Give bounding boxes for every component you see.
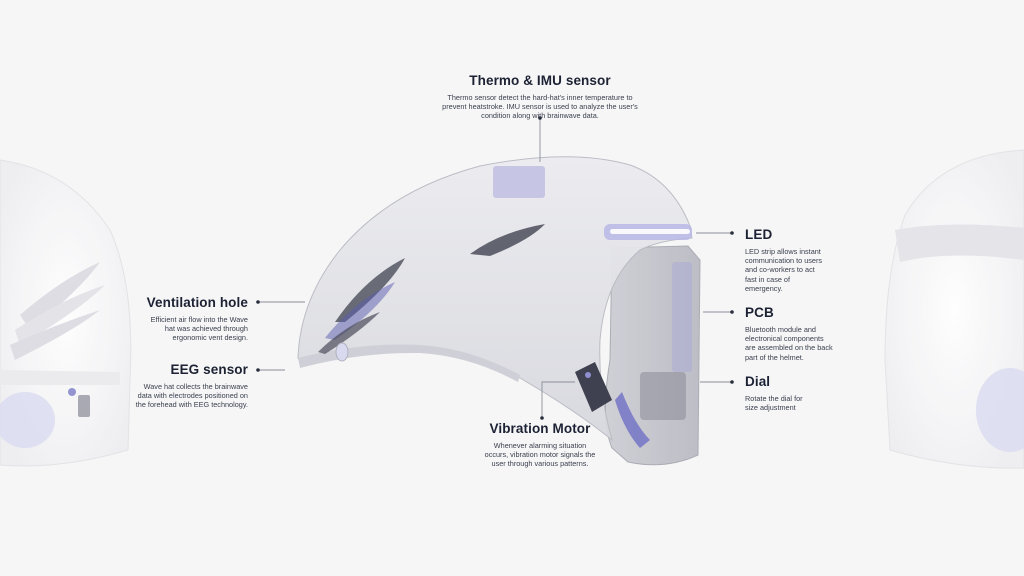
callout-title: Ventilation hole bbox=[146, 295, 248, 310]
callout-title: Vibration Motor bbox=[489, 421, 591, 436]
callout-pcb: PCB Bluetooth module and electronical co… bbox=[745, 305, 875, 362]
callout-description: LED strip allows instant communication t… bbox=[745, 247, 823, 293]
callout-eeg-sensor: EEG sensor Wave hat collects the brainwa… bbox=[100, 362, 248, 410]
callout-description: Thermo sensor detect the hard-hat's inne… bbox=[442, 93, 638, 121]
callout-description: Whenever alarming situation occurs, vibr… bbox=[484, 441, 596, 469]
left-helmet-view bbox=[0, 159, 132, 467]
callout-ventilation-hole: Ventilation hole Efficient air flow into… bbox=[100, 295, 248, 343]
callout-description: Rotate the dial for size adjustment bbox=[745, 394, 803, 413]
callout-title: EEG sensor bbox=[170, 362, 248, 377]
right-helmet-view bbox=[884, 149, 1024, 469]
callout-thermo-imu: Thermo & IMU sensor Thermo sensor detect… bbox=[400, 73, 680, 121]
callout-title: Dial bbox=[745, 374, 771, 389]
callout-title: LED bbox=[745, 227, 773, 242]
thermo-sensor-module bbox=[493, 166, 545, 198]
leader-endpoints bbox=[256, 116, 734, 420]
callout-description: Bluetooth module and electronical compon… bbox=[745, 325, 833, 362]
callout-title: Thermo & IMU sensor bbox=[469, 73, 611, 88]
callout-dial: Dial Rotate the dial for size adjustment bbox=[745, 374, 865, 412]
vibration-motor bbox=[575, 362, 612, 412]
dial-module bbox=[640, 372, 686, 420]
pcb-board bbox=[672, 262, 692, 372]
callout-vibration-motor: Vibration Motor Whenever alarming situat… bbox=[440, 421, 640, 469]
leader-lines bbox=[258, 118, 732, 418]
callout-title: PCB bbox=[745, 305, 774, 320]
callout-description: Efficient air flow into the Wave hat was… bbox=[150, 315, 248, 343]
main-helmet bbox=[297, 156, 701, 466]
callout-led: LED LED strip allows instant communicati… bbox=[745, 227, 865, 293]
callout-description: Wave hat collects the brainwave data wit… bbox=[135, 382, 248, 410]
